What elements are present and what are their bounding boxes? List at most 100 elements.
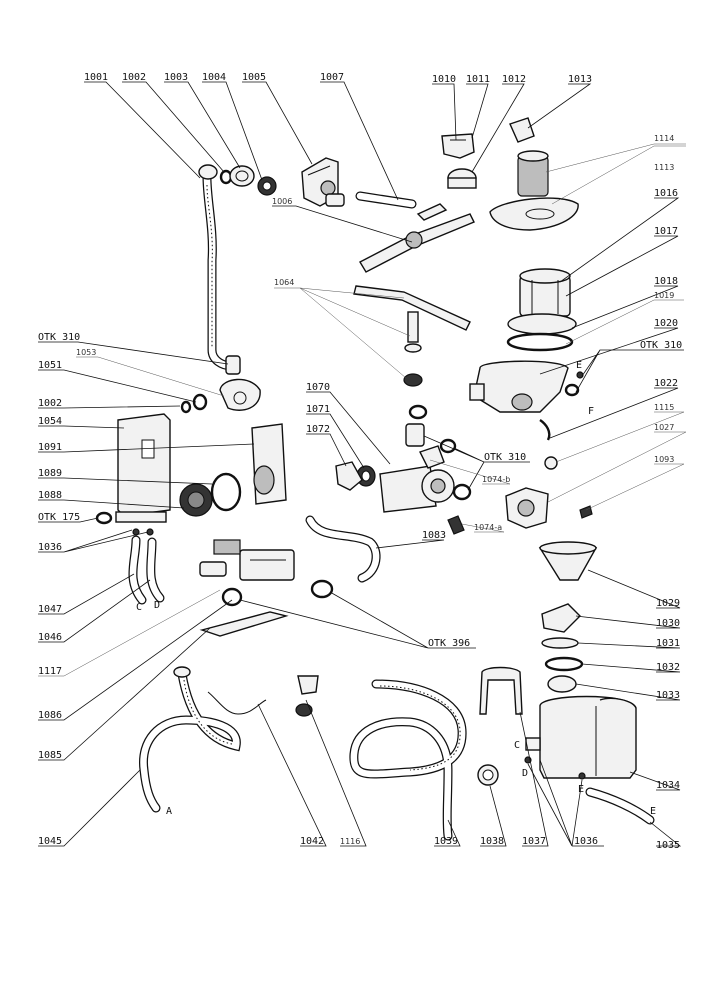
part-1022-clip: [539, 419, 551, 441]
part-1085-bracket: [199, 611, 289, 637]
label-1039: 1039: [434, 836, 458, 847]
part-1005-housing: [301, 157, 345, 207]
leader-lines: [38, 81, 687, 847]
label-1115: 1115: [654, 403, 674, 412]
part-e-screw: [576, 371, 584, 379]
label-1004: 1004: [202, 72, 226, 83]
label-1035: 1035: [656, 840, 680, 851]
label-1064: 1064: [274, 278, 294, 287]
part-1018-plate: [506, 313, 577, 352]
part-1089-ring: [210, 472, 242, 512]
label-1029: 1029: [656, 598, 680, 609]
label-1089: 1089: [38, 468, 62, 479]
part-1116-float: [295, 675, 319, 717]
label-1072: 1072: [306, 424, 330, 435]
part-1088-grille: [179, 483, 213, 517]
label-1022: 1022: [654, 378, 678, 389]
label-d-right: D: [522, 768, 528, 779]
label-1091: 1091: [38, 442, 62, 453]
part-1002b-ring: [180, 400, 192, 414]
label-a: A: [166, 806, 172, 817]
part-otk175-clip: [95, 511, 113, 525]
label-e-softener: E: [578, 784, 584, 795]
label-1038: 1038: [480, 836, 504, 847]
part-1006-upper-spray-arm: [359, 203, 475, 273]
part-1054-tank: [115, 413, 171, 523]
part-1074-clamp-top: [408, 404, 428, 420]
label-1116: 1116: [340, 837, 360, 846]
part-1020-sump: [469, 360, 569, 413]
part-1051-ring: [192, 393, 208, 411]
label-1037: 1037: [522, 836, 546, 847]
label-1086: 1086: [38, 710, 62, 721]
part-1003-connector: [229, 165, 255, 187]
label-1013: 1013: [568, 74, 592, 85]
part-1007-tube: [355, 191, 417, 209]
label-1036-left: 1036: [38, 542, 62, 553]
part-1036-connector-b: [578, 772, 586, 780]
label-1003: 1003: [164, 72, 188, 83]
label-1012: 1012: [502, 74, 526, 85]
part-1091-dispenser: [251, 423, 287, 505]
label-1042: 1042: [300, 836, 324, 847]
part-1045-drain-hose: [139, 666, 241, 813]
label-otk396: OTK 396: [428, 638, 470, 649]
part-1093-screw: [579, 505, 593, 519]
label-otk310-left: OTK 310: [38, 332, 80, 343]
label-1114: 1114: [654, 134, 674, 143]
label-1053: 1053: [76, 348, 96, 357]
part-1032-ring: [544, 656, 584, 672]
label-e-top: E: [576, 360, 582, 371]
label-d-left: D: [154, 600, 160, 611]
label-1051: 1051: [38, 360, 62, 371]
part-1074a-fitting: [447, 515, 465, 535]
part-1016-filter-cylinder: [519, 268, 571, 317]
part-1039-inlet-hose: [349, 679, 467, 841]
part-1072-elbow: [335, 461, 363, 491]
part-1113-tray: [489, 197, 579, 231]
label-1027: 1027: [654, 423, 674, 432]
label-1006: 1006: [272, 197, 292, 206]
part-1114-filter: [517, 150, 549, 197]
label-1031: 1031: [656, 638, 680, 649]
part-1030-cap: [541, 603, 581, 633]
label-c-right: C: [514, 740, 520, 751]
label-1088: 1088: [38, 490, 62, 501]
part-otk396-clamp-b: [310, 579, 334, 599]
label-1085: 1085: [38, 750, 62, 761]
part-1115-small: [544, 456, 558, 470]
label-e-hose: E: [650, 806, 656, 817]
label-1074-b: 1074-b: [482, 475, 510, 484]
label-otk175: OTK 175: [38, 512, 80, 523]
part-1034-softener: [525, 695, 637, 779]
part-1074b-clamp: [452, 483, 472, 501]
label-1010: 1010: [432, 74, 456, 85]
part-1031-ring: [541, 637, 579, 649]
part-1012-cap: [447, 168, 477, 189]
part-1027-motor: [505, 487, 549, 529]
part-otk396-clamp-a: [221, 587, 243, 607]
label-1045: 1045: [38, 836, 62, 847]
part-f-ring: [564, 383, 580, 397]
label-1093: 1093: [654, 455, 674, 464]
label-1017: 1017: [654, 226, 678, 237]
label-1117: 1117: [38, 666, 62, 677]
label-1005: 1005: [242, 72, 266, 83]
label-1032: 1032: [656, 662, 680, 673]
label-f: F: [588, 406, 594, 417]
part-1047-1046-pipes: [128, 528, 165, 605]
label-1034: 1034: [656, 780, 680, 791]
label-1002-left: 1002: [38, 398, 62, 409]
label-1046: 1046: [38, 632, 62, 643]
label-1020: 1020: [654, 318, 678, 329]
label-1113: 1113: [654, 163, 674, 172]
part-1074-fitting: [405, 423, 457, 454]
part-1070-pump: [379, 445, 455, 513]
label-otk310-mid: OTK 310: [484, 452, 526, 463]
part-1033-cap: [547, 675, 577, 693]
label-1071: 1071: [306, 404, 330, 415]
label-1033: 1033: [656, 690, 680, 701]
label-1002: 1002: [122, 72, 146, 83]
